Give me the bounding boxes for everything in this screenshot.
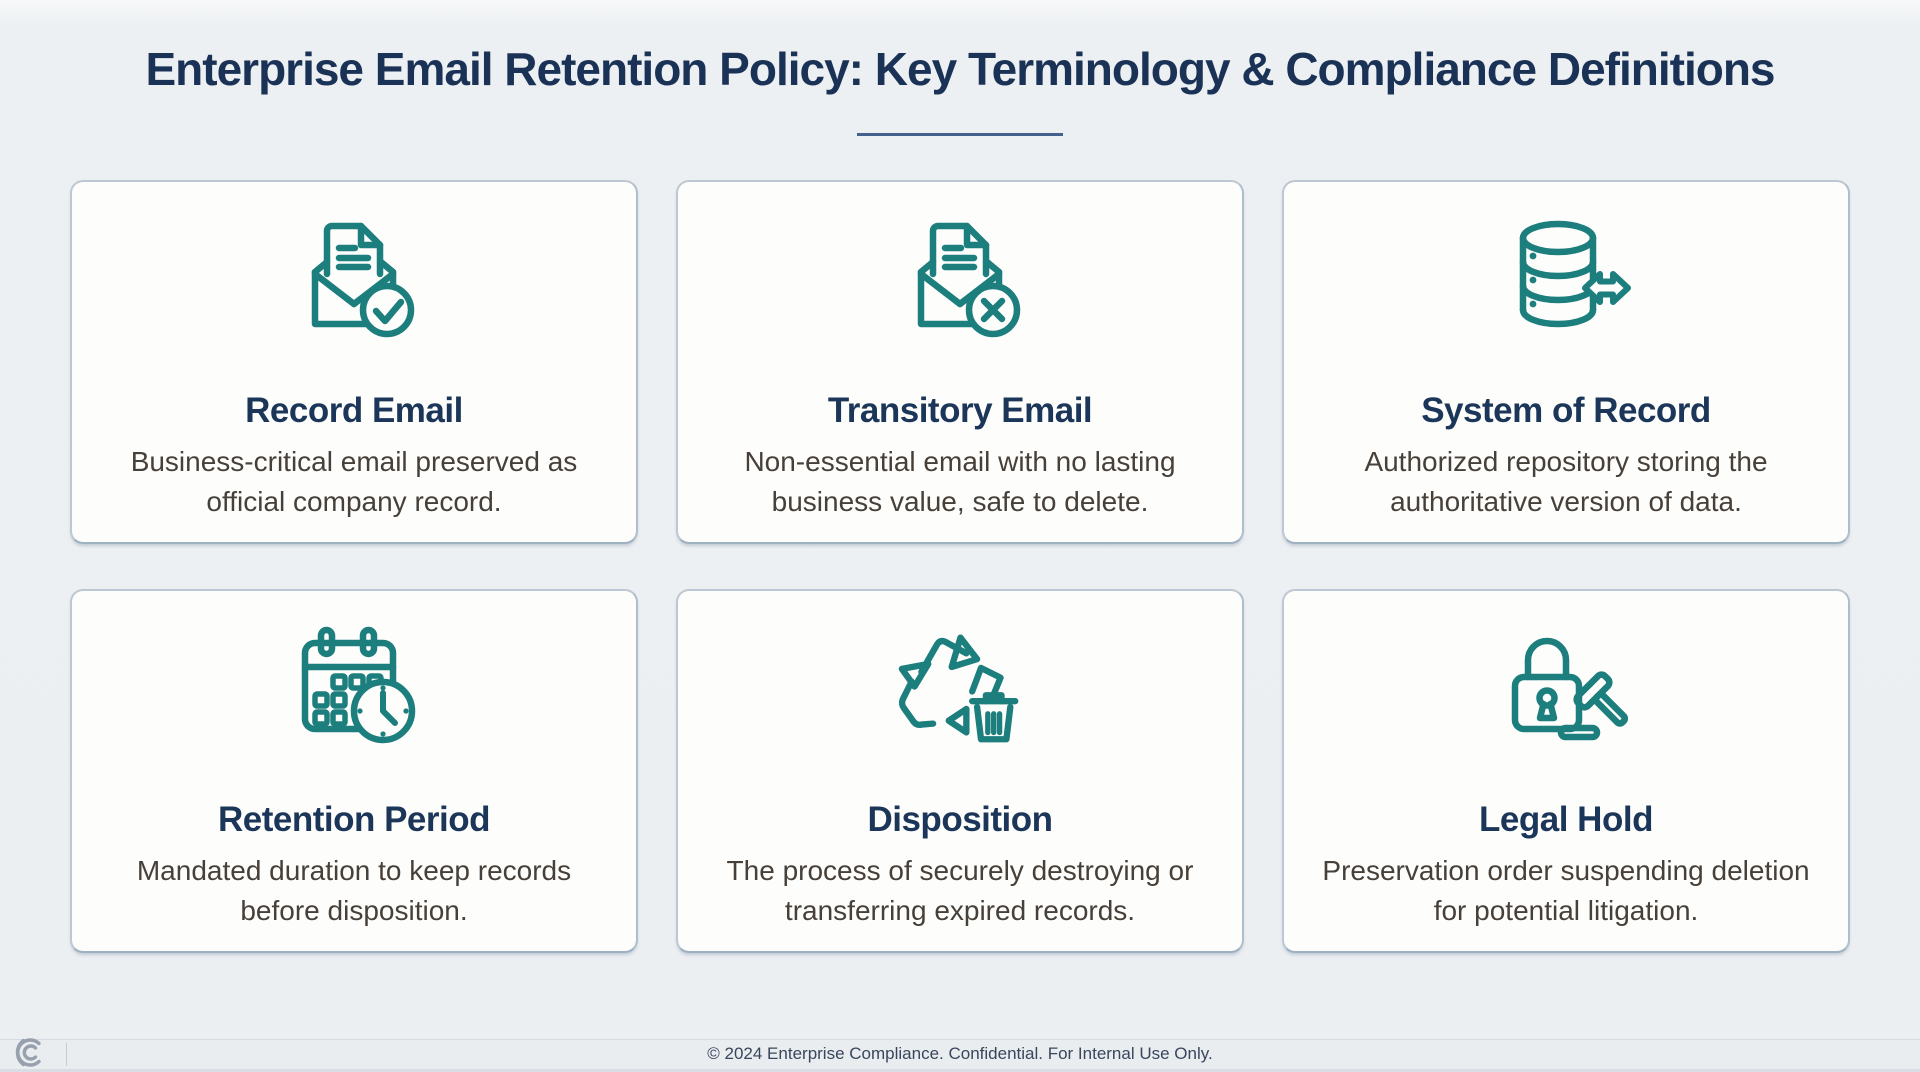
card-title: Transitory Email	[827, 391, 1093, 430]
card-description: Mandated duration to keep records before…	[136, 855, 572, 926]
compliance-logo-icon	[9, 1034, 49, 1072]
system-of-record-icon	[1501, 212, 1631, 342]
title-underline	[857, 133, 1063, 136]
card-transitory-email: Transitory Email Non-essential email wit…	[676, 180, 1244, 544]
card-title: Retention Period	[217, 800, 491, 839]
card-description: Business-critical email preserved as off…	[130, 446, 578, 517]
legal-hold-icon	[1501, 621, 1631, 751]
footer: © 2024 Enterprise Compliance. Confidenti…	[0, 1037, 1920, 1072]
card-description: Authorized repository storing the author…	[1364, 446, 1768, 517]
card-title: Legal Hold	[1479, 800, 1653, 839]
card-record-email: Record Email Business-critical email pre…	[70, 180, 638, 544]
card-title: System of Record	[1421, 391, 1711, 430]
card-description: The process of securely destroying or tr…	[726, 855, 1194, 926]
card-retention-period: Retention Period Mandated duration to ke…	[70, 589, 638, 953]
card-title: Disposition	[867, 800, 1053, 839]
card-system-of-record: System of Record Authorized repository s…	[1282, 180, 1850, 544]
page-title: Enterprise Email Retention Policy: Key T…	[145, 43, 1775, 95]
footer-text: © 2024 Enterprise Compliance. Confidenti…	[707, 1043, 1213, 1063]
disposition-icon	[894, 621, 1026, 751]
footer-divider	[66, 1043, 67, 1066]
term-card-grid: Record Email Business-critical email pre…	[70, 180, 1850, 953]
card-description: Preservation order suspending deletion f…	[1322, 855, 1810, 926]
card-legal-hold: Legal Hold Preservation order suspending…	[1282, 589, 1850, 953]
record-email-icon	[289, 212, 419, 342]
transitory-email-icon	[895, 212, 1025, 342]
card-description: Non-essential email with no lasting busi…	[744, 446, 1176, 517]
card-disposition: Disposition The process of securely dest…	[676, 589, 1244, 953]
card-title: Record Email	[245, 391, 463, 430]
retention-period-icon	[289, 621, 419, 751]
